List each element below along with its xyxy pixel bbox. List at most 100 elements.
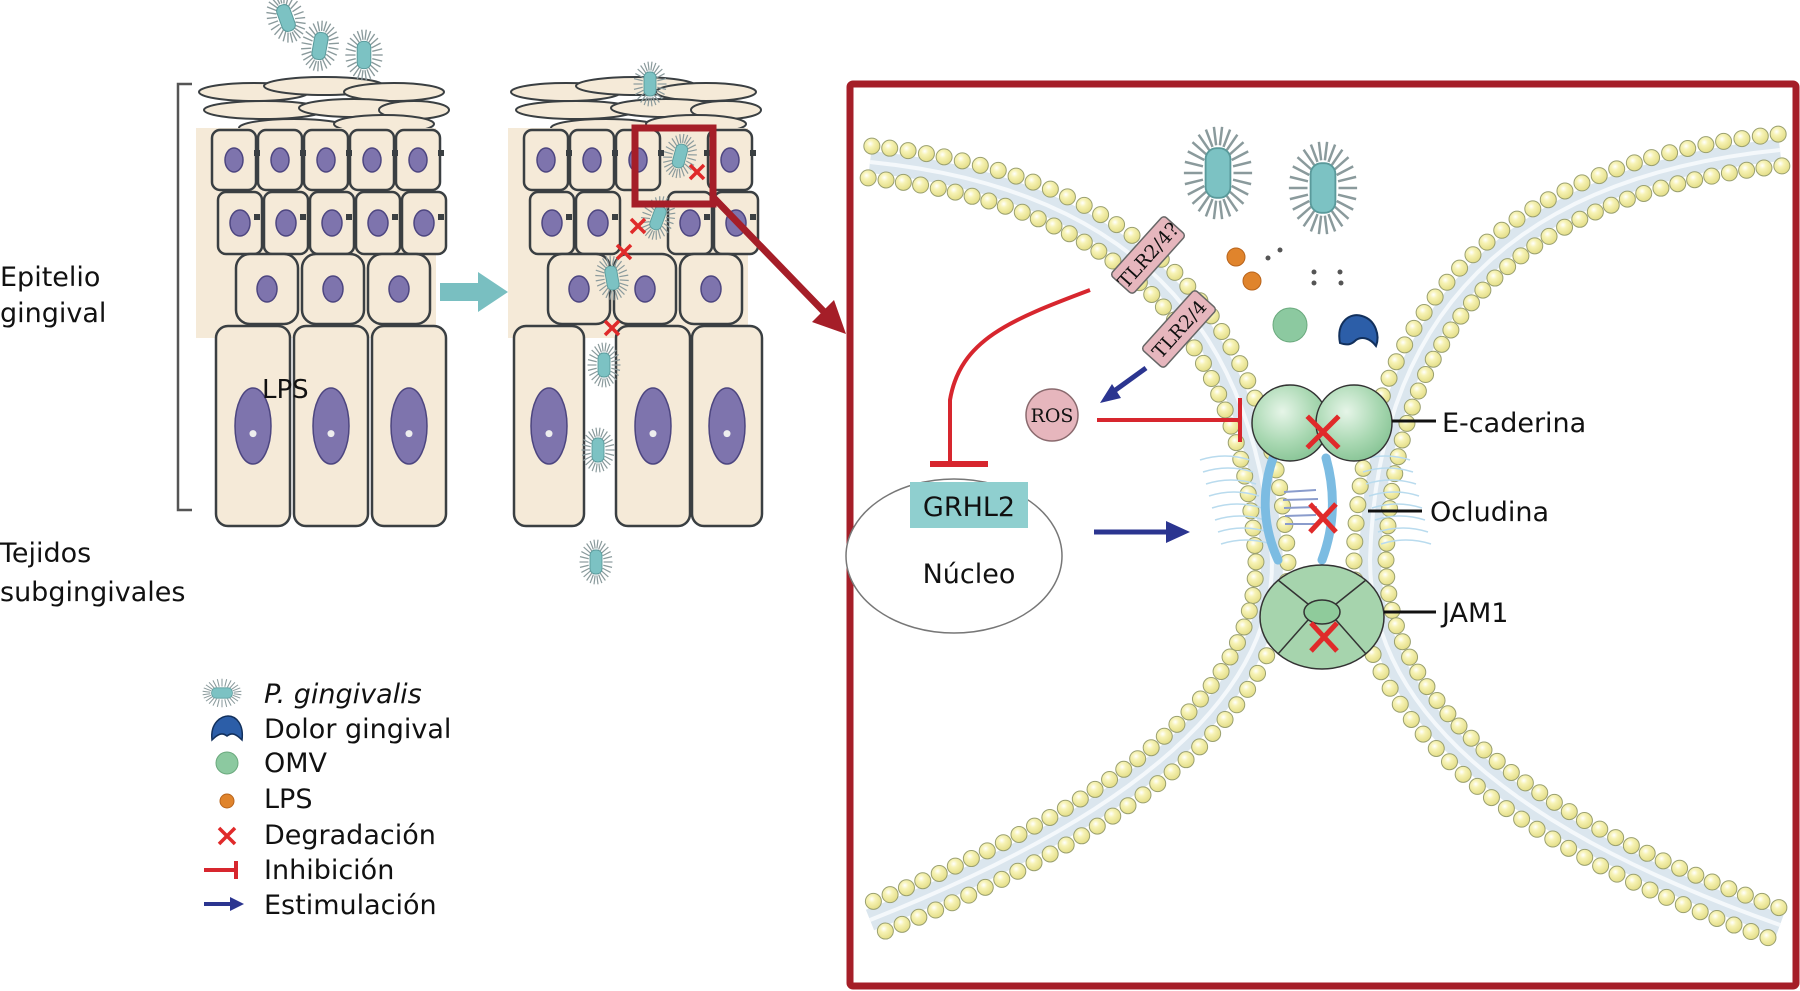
lps-dot	[1242, 271, 1262, 291]
cytoskeleton-fiber	[1362, 467, 1414, 473]
desmosome	[346, 150, 352, 156]
lipid-head	[897, 879, 915, 897]
epithelium-label-line2: gingival	[0, 298, 106, 329]
legend-stimulation-icon	[204, 897, 244, 911]
lipid-head	[1736, 886, 1754, 904]
lipid-bilayer	[1345, 125, 1791, 947]
lipid-head	[1086, 780, 1104, 798]
lipid-head	[1075, 196, 1093, 214]
gingipain-icon	[1338, 314, 1379, 349]
lipid-head	[1010, 826, 1028, 844]
desmosome	[254, 214, 260, 220]
lipid-head	[1733, 130, 1751, 148]
lipid-head	[1185, 339, 1203, 357]
lipid-head	[989, 161, 1007, 179]
lipid-head	[1474, 281, 1492, 299]
desmosome	[346, 214, 352, 220]
zoom-indicator	[631, 124, 846, 334]
lipid-head	[1221, 648, 1239, 666]
lipid-head	[1274, 497, 1292, 515]
epithelium-label-line1: Epitelio	[0, 262, 100, 293]
desmosome	[704, 150, 710, 156]
tight-junction-complex	[1199, 384, 1432, 670]
desmosome	[254, 150, 260, 156]
cell-nucleus	[224, 147, 244, 173]
lipid-head	[1041, 180, 1059, 198]
lipid-head	[1029, 210, 1047, 228]
lipid-head	[1654, 852, 1672, 870]
legend: P. gingivalis Dolor gingival OMV LPS Deg…	[202, 678, 451, 921]
lipid-head	[1618, 190, 1636, 208]
lipid-head	[1415, 303, 1433, 321]
lipid-head	[1142, 739, 1160, 757]
lipid-head	[1556, 218, 1574, 236]
lipid-head	[1438, 273, 1456, 291]
lipid-head	[1222, 338, 1240, 356]
cell-nucleus	[256, 275, 278, 303]
lipid-head	[1387, 617, 1405, 635]
lipid-head	[1007, 167, 1025, 185]
degradation-x-icon	[1308, 502, 1338, 534]
lipid-head	[1571, 210, 1589, 228]
cell-nucleus	[275, 209, 297, 237]
degradation-x-icon	[1309, 621, 1339, 653]
lipid-head	[1427, 740, 1445, 758]
cell-nucleus	[679, 209, 701, 237]
lipid-head	[1381, 500, 1399, 518]
lipid-head	[953, 152, 971, 170]
lipid-head	[1451, 259, 1469, 277]
lipid-head	[1528, 820, 1546, 838]
lipid-head	[1163, 763, 1181, 781]
lipid-head	[980, 192, 998, 210]
desmosome	[300, 214, 306, 220]
lipid-head	[1279, 553, 1297, 571]
lipid-head	[1512, 247, 1530, 265]
lipid-head	[1213, 323, 1231, 341]
lipid-head	[1168, 715, 1186, 733]
lipid-head	[1641, 881, 1659, 899]
lipid-head	[1409, 663, 1427, 681]
lipid-head	[962, 850, 980, 868]
lipid-head	[1271, 479, 1289, 497]
lipid-head	[1753, 892, 1771, 910]
cell-nucleus	[322, 275, 344, 303]
cell-nucleus	[270, 147, 290, 173]
cell-nucleus	[408, 147, 428, 173]
lipid-head	[1134, 786, 1152, 804]
lipid-head	[863, 137, 881, 155]
legend-degradation-x-icon	[217, 826, 237, 846]
cytoskeleton-fiber	[1211, 503, 1263, 509]
lipid-head	[1540, 227, 1558, 245]
lipid-head	[1101, 771, 1119, 789]
cell-nucleus	[388, 275, 410, 303]
lipid-head	[1346, 533, 1364, 551]
lipid-head	[1592, 857, 1610, 875]
lipid-head	[1686, 171, 1704, 189]
lipid-head	[1607, 829, 1625, 847]
lipid-head	[1524, 200, 1542, 218]
lipid-head	[1115, 760, 1133, 778]
desmosome	[392, 214, 398, 220]
lipid-head	[1246, 570, 1264, 588]
lipid-head	[1216, 401, 1234, 419]
lipid-head	[910, 908, 928, 926]
lipid-head	[1041, 845, 1059, 863]
lipid-head	[1090, 242, 1108, 260]
lipid-head	[1073, 827, 1091, 845]
cytoskeleton-fiber	[1380, 539, 1432, 545]
lipid-head	[943, 894, 961, 912]
grhl2-label: GRHL2	[923, 492, 1015, 523]
lipid-head	[1773, 157, 1791, 175]
lipid-head	[1025, 854, 1043, 872]
legend-lps-icon	[219, 793, 235, 809]
lipid-head	[1433, 335, 1451, 353]
cell-nucleus	[634, 275, 656, 303]
lipid-head	[1586, 203, 1604, 221]
ros-label: ROS	[1031, 405, 1074, 427]
lipid-head	[894, 173, 912, 191]
lipid-head	[1402, 710, 1420, 728]
lipid-head	[1092, 206, 1110, 224]
lipid-head	[1041, 808, 1059, 826]
legend-label-p-gingivalis: P. gingivalis	[264, 679, 422, 710]
lipid-head	[1166, 263, 1184, 281]
